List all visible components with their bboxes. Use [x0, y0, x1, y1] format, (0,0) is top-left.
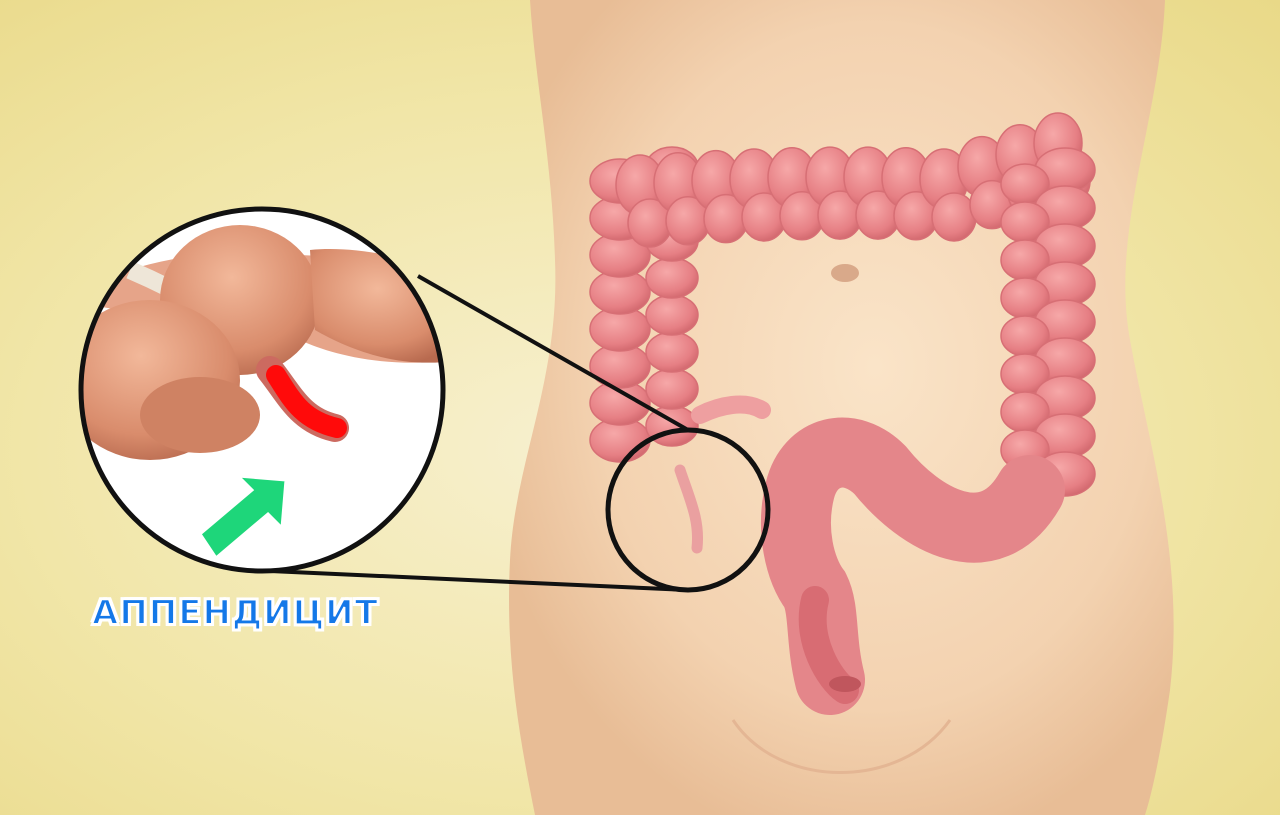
- colon-segment: [645, 368, 699, 410]
- diagnosis-label-box: АППЕНДИЦИТ: [91, 588, 379, 638]
- ileum: [691, 395, 771, 424]
- colon-segment: [931, 192, 977, 242]
- arrow-up-right-icon: [198, 474, 288, 561]
- navel: [831, 264, 859, 282]
- diagnosis-label: АППЕНДИЦИТ: [91, 592, 379, 634]
- appendix: [674, 464, 704, 554]
- colon-segment: [645, 294, 699, 336]
- descending-colon: [1000, 147, 1096, 509]
- zoom-inset: [78, 206, 446, 574]
- inflamed-appendix: [266, 365, 347, 438]
- colon-segment: [645, 257, 699, 299]
- colon-segment: [645, 331, 699, 373]
